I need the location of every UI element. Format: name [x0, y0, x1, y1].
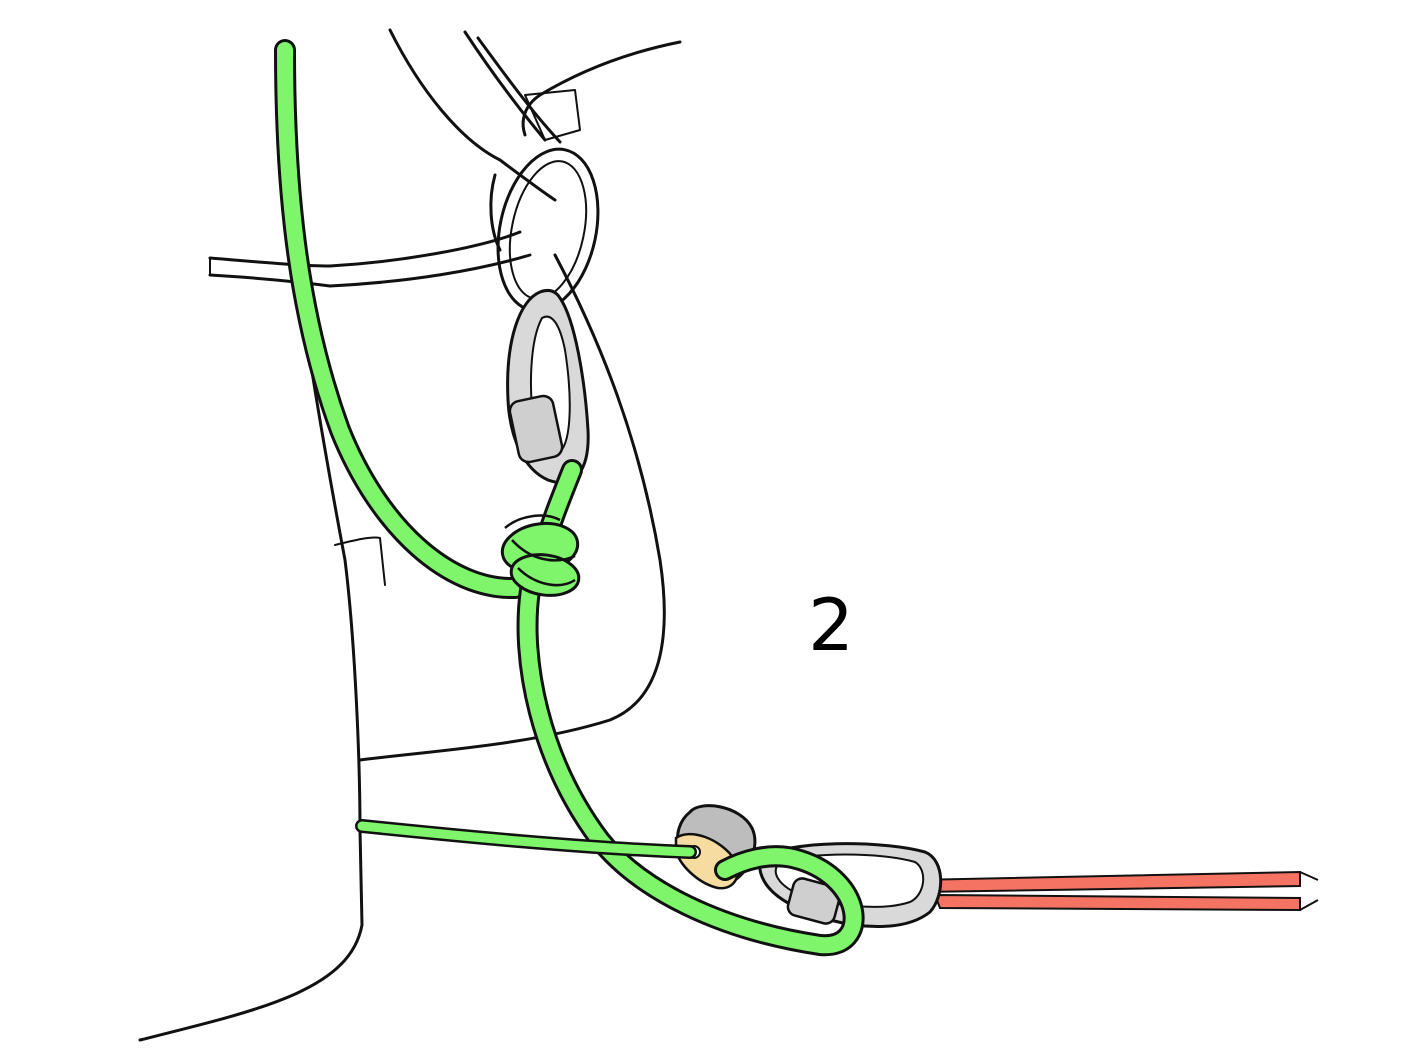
upper-locking-carabiner — [506, 288, 590, 484]
torso-right-contour — [521, 40, 682, 137]
belay-loop-ring-inner — [508, 160, 588, 300]
screw-gate-sleeve — [508, 394, 564, 464]
harness-strap-a — [463, 30, 547, 142]
lower-screw-gate-sleeve — [786, 877, 842, 925]
fold-line — [334, 536, 386, 586]
knot-crossing — [511, 539, 576, 587]
sling-strand-lower — [933, 893, 1301, 912]
harness-buckle — [524, 89, 581, 141]
rope-strand-horizontal — [357, 821, 695, 857]
harness-strap-b — [476, 36, 562, 144]
torso-left-contour — [388, 28, 557, 202]
knot-loop-top — [504, 514, 561, 529]
harness-belt-lower — [208, 253, 532, 288]
rope-knot — [500, 514, 581, 597]
rope-strand-main-outline — [274, 39, 526, 600]
green-rope — [274, 39, 865, 957]
sling-tail — [1299, 871, 1319, 911]
rope-strand-down — [519, 582, 862, 954]
sling-strand-upper — [913, 870, 1301, 894]
leg-contour — [138, 260, 364, 1042]
thigh-contour — [358, 253, 666, 762]
harness-belt-upper — [208, 230, 522, 268]
harness-leg-loop — [489, 173, 502, 252]
step-number: 2 — [808, 583, 854, 667]
red-sling — [913, 870, 1319, 912]
rope-strand-main — [277, 42, 523, 597]
